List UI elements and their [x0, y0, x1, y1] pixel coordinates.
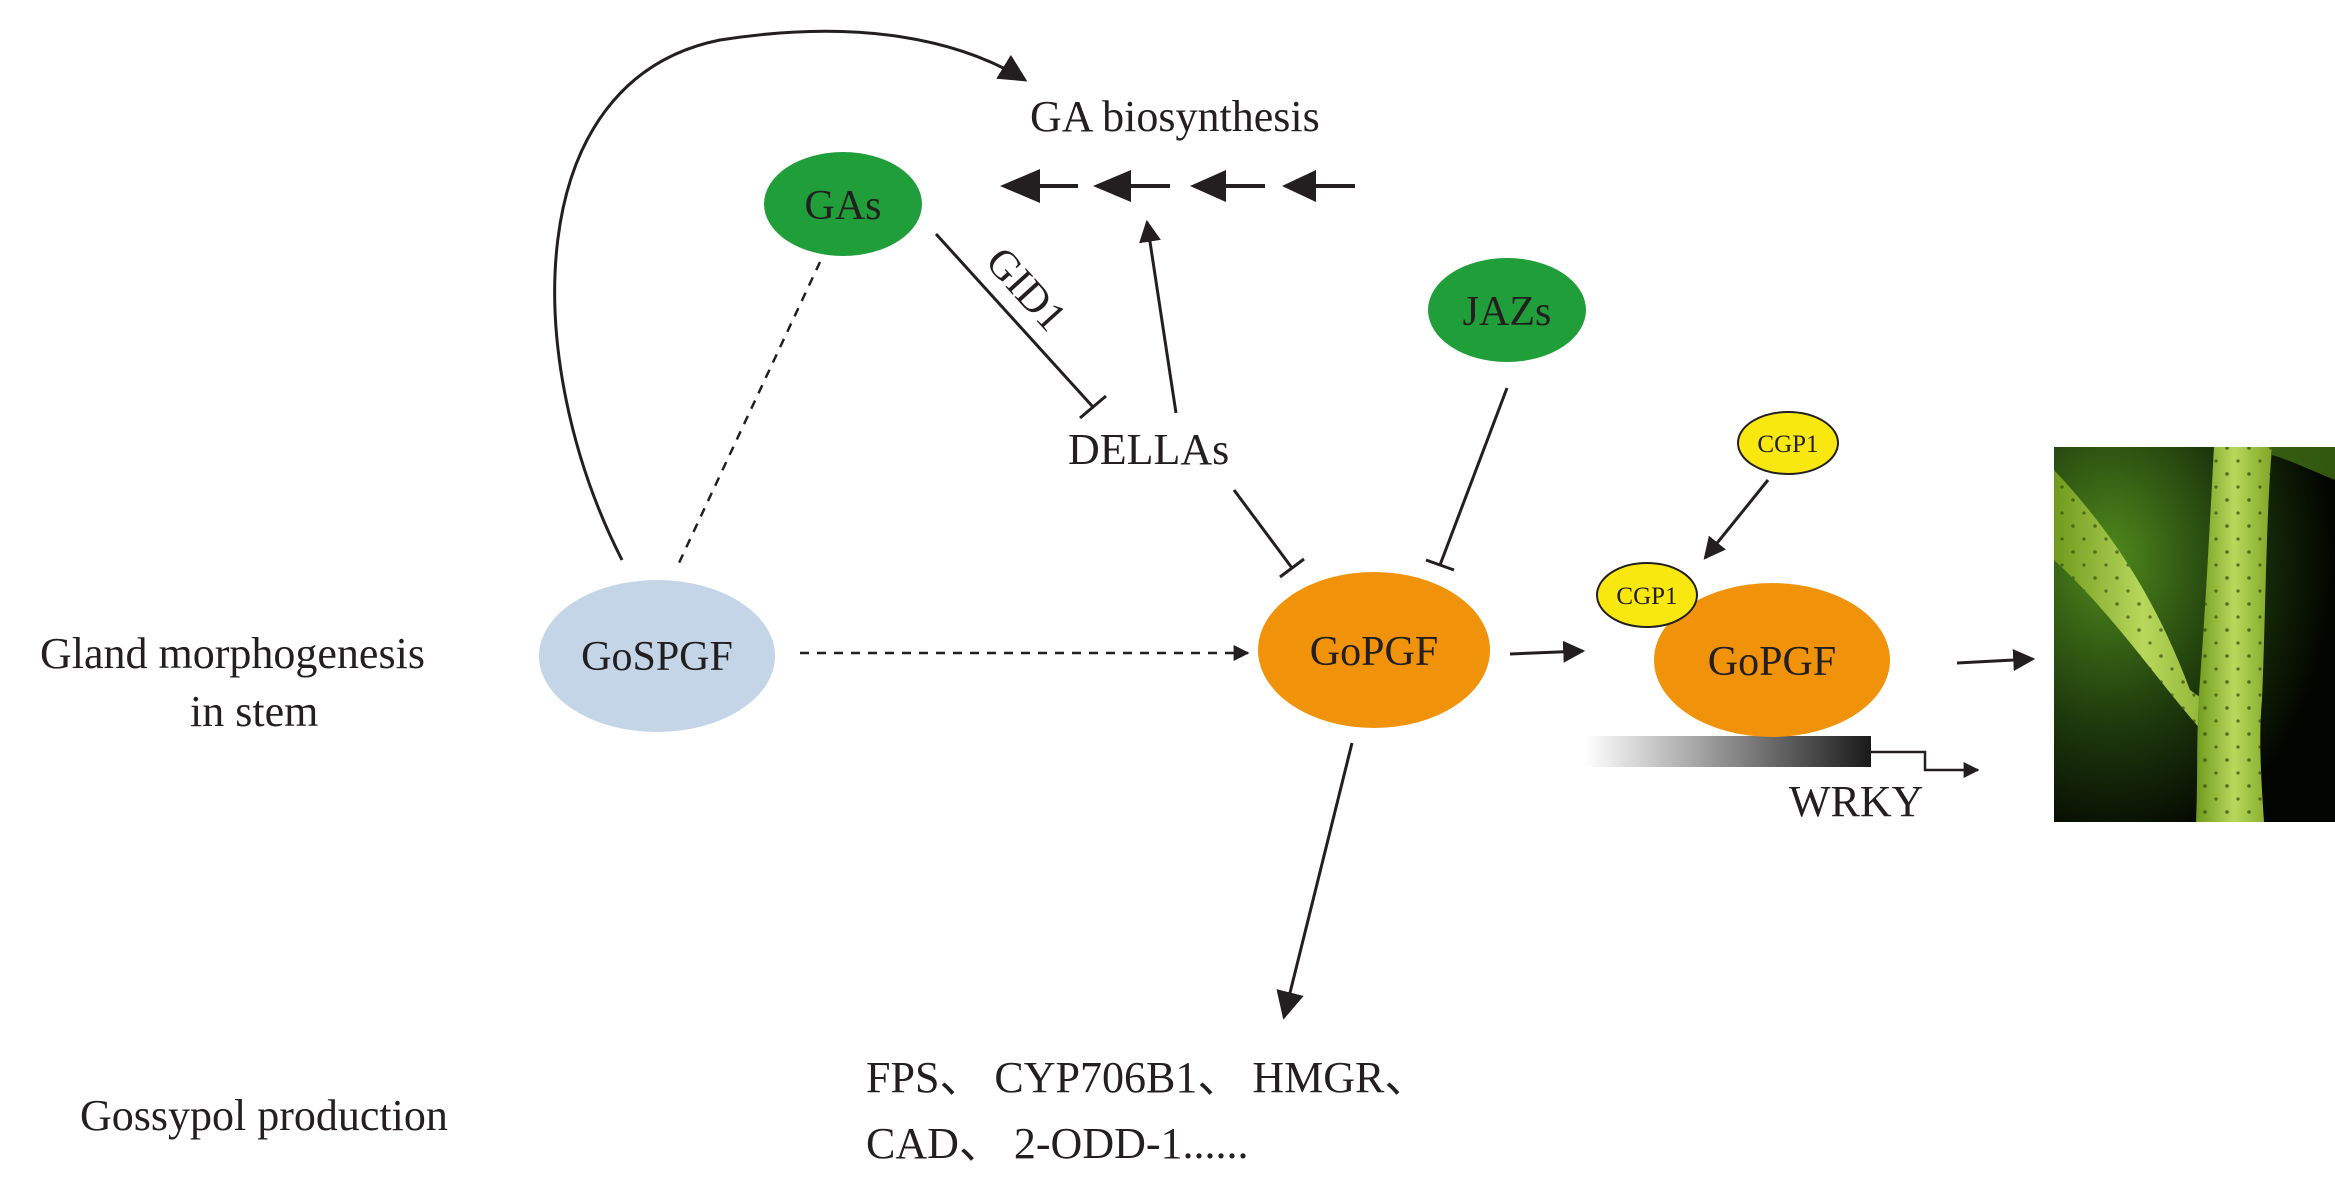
gas-gospgf-dashed-link — [676, 261, 822, 566]
complex-to-phenotype-arrow — [1956, 649, 2036, 672]
dellas-gopgf-inhibition — [1232, 489, 1305, 579]
dellas-to-ga-biosynthesis-arrow — [1139, 219, 1178, 414]
cgp1-free-label: CGP1 — [1757, 431, 1818, 458]
dellas-label: DELLAs — [1068, 425, 1229, 474]
chain-arrow-1 — [1282, 170, 1355, 202]
gland-morphogenesis-label-line2: in stem — [190, 687, 318, 736]
gospgf-node: GoSPGF — [539, 580, 775, 732]
gopgf-to-genes-arrow — [1276, 742, 1354, 1020]
cgp1-binding-arrow — [1703, 479, 1770, 560]
gossypol-production-label: Gossypol production — [80, 1091, 448, 1140]
ga-biosynthesis-label: GA biosynthesis — [1030, 92, 1320, 141]
transcription-start-arrow — [1871, 750, 1980, 778]
gopgf-bound-node: GoPGF — [1654, 583, 1890, 737]
gopgf-label: GoPGF — [1310, 629, 1438, 675]
gid1-inhibition — [934, 232, 1107, 420]
gopgf-node: GoPGF — [1258, 572, 1490, 728]
jazs-label: JAZs — [1463, 289, 1552, 335]
gas-label: GAs — [804, 183, 881, 229]
chain-arrow-4 — [1000, 169, 1078, 203]
target-genes-line1: FPS、 CYP706B1、 HMGR、 — [866, 1053, 1428, 1102]
wrky-label: WRKY — [1789, 777, 1923, 826]
gopgf-to-complex-arrow — [1509, 640, 1586, 663]
gland-morphogenesis-label-line1: Gland morphogenesis — [40, 629, 425, 678]
stem-gland-photo — [2054, 447, 2335, 822]
target-genes-line2: CAD、 2-ODD-1...... — [866, 1119, 1249, 1168]
cgp1-bound-node: CGP1 — [1596, 562, 1698, 628]
promoter-region — [1585, 736, 1871, 767]
jazs-node: JAZs — [1428, 258, 1586, 362]
gid1-label: GID1 — [977, 239, 1075, 341]
ga-biosynthesis-arrow-chain — [1000, 169, 1355, 203]
cgp1-bound-label: CGP1 — [1616, 583, 1677, 610]
jazs-gopgf-inhibition — [1425, 387, 1509, 572]
gospgf-label: GoSPGF — [581, 634, 733, 680]
gospgf-to-ga-biosynthesis-arrow — [553, 29, 1028, 561]
cgp1-free-node: CGP1 — [1737, 411, 1839, 475]
gopgf-bound-label: GoPGF — [1708, 639, 1836, 685]
chain-arrow-2 — [1190, 170, 1265, 202]
chain-arrow-3 — [1093, 170, 1170, 202]
gas-node: GAs — [764, 152, 922, 256]
